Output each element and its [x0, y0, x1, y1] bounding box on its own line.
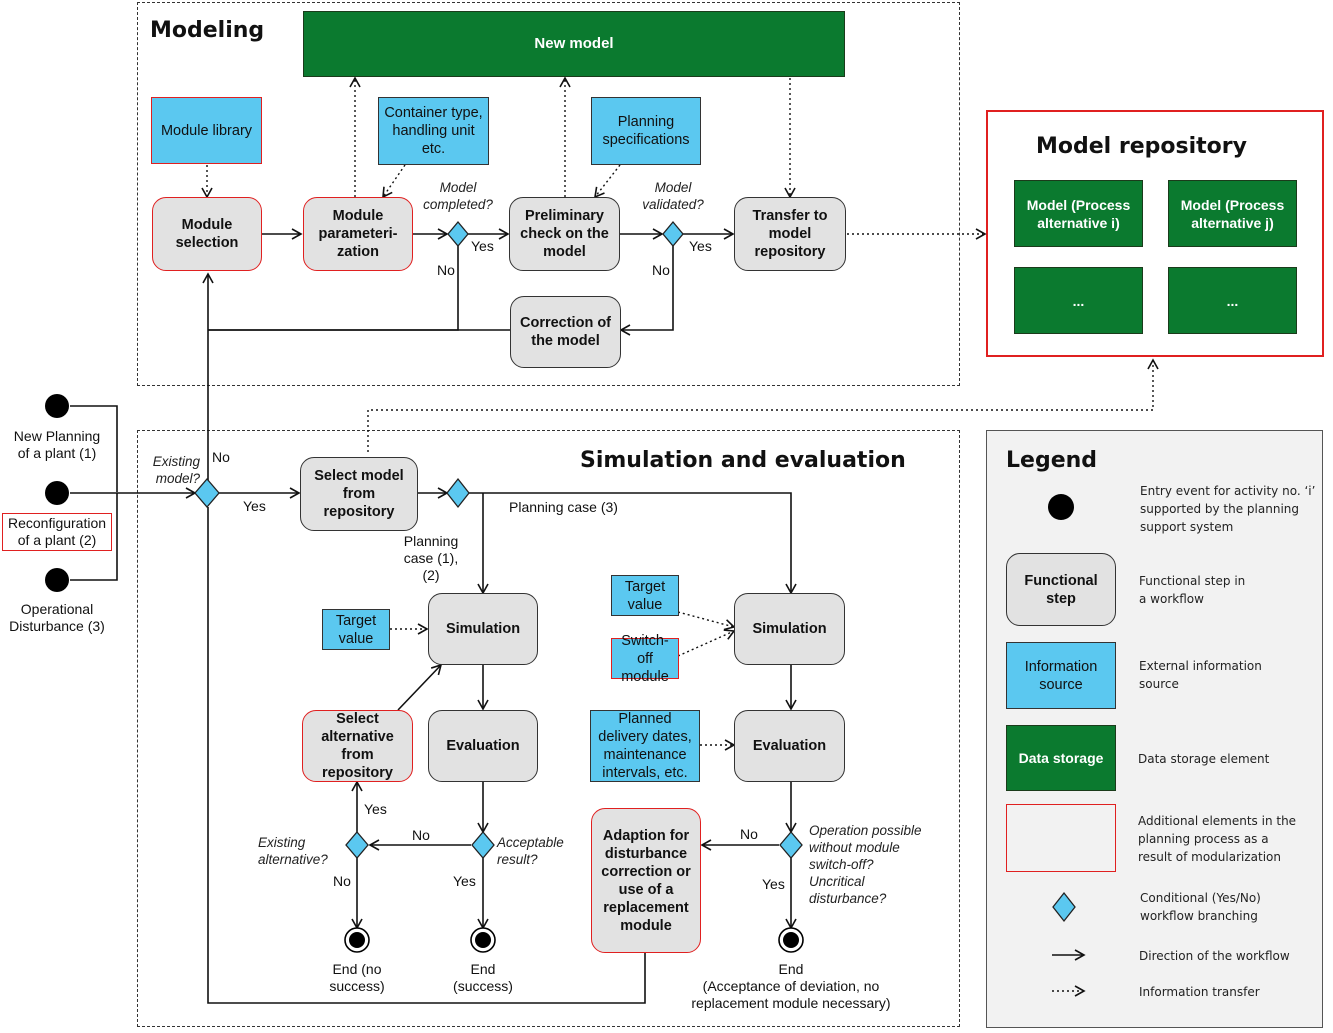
legend-title: Legend	[1006, 448, 1098, 473]
evaluation-left-step[interactable]: Evaluation	[428, 710, 538, 782]
decision-model-validated	[662, 220, 684, 248]
existing-model-yes-label: Yes	[243, 498, 266, 514]
model-process-i[interactable]: Model (Process alternative i)	[1014, 180, 1143, 247]
end-no-success-node	[349, 932, 365, 948]
decision-operation-possible	[779, 830, 803, 860]
operation-yes-label: Yes	[762, 876, 785, 892]
select-alternative-step[interactable]: Select alternative from repository	[302, 710, 413, 782]
evaluation-right-step[interactable]: Evaluation	[734, 710, 845, 782]
switch-off-module-info[interactable]: Switch-off module	[611, 633, 679, 685]
entry-dot-new-planning	[45, 394, 69, 418]
end-acceptance-node	[783, 932, 799, 948]
completed-yes-label: Yes	[471, 238, 494, 254]
acceptable-no-label: No	[412, 827, 430, 843]
planning-case-12-label: Planning case (1), (2)	[403, 533, 459, 583]
legend-storage-text: Data storage element	[1138, 752, 1270, 766]
target-value-left-info[interactable]: Target value	[322, 609, 390, 650]
decision-acceptable-result	[471, 830, 495, 860]
model-more-1[interactable]: ...	[1014, 267, 1143, 334]
module-selection-step[interactable]: Module selection	[152, 197, 262, 271]
legend-storage-box: Data storage	[1006, 725, 1116, 791]
legend-conditional-text: Conditional (Yes/No) workflow branching	[1140, 891, 1261, 923]
simulation-right-step[interactable]: Simulation	[734, 593, 845, 665]
legend-additional-text: Additional elements in the planning proc…	[1138, 814, 1297, 864]
entry-dot-reconfiguration	[45, 481, 69, 505]
planning-case-3-label: Planning case (3)	[509, 499, 618, 515]
end-success-node	[475, 932, 491, 948]
repository-title: Model repository	[1036, 134, 1247, 159]
acceptable-result-question: Acceptable result?	[497, 835, 564, 867]
model-more-2[interactable]: ...	[1168, 267, 1297, 334]
transfer-to-repository-step[interactable]: Transfer to model repository	[734, 197, 846, 271]
end-success-label: End (success)	[453, 961, 513, 994]
existing-model-question: Existing model?	[152, 454, 200, 486]
operation-no-label: No	[740, 826, 758, 842]
completed-no-label: No	[437, 262, 455, 278]
module-parameterization-step[interactable]: Module parameteri- zation	[303, 197, 413, 271]
existing-model-no-label: No	[212, 449, 230, 465]
modeling-title: Modeling	[150, 18, 265, 43]
entry-dot-operational	[45, 568, 69, 592]
legend-functional-box: Functional step	[1006, 553, 1116, 626]
legend-direction-text: Direction of the workflow	[1139, 949, 1290, 963]
planning-specifications-info[interactable]: Planning specifications	[591, 97, 701, 165]
container-type-info[interactable]: Container type, handling unit etc.	[378, 97, 489, 165]
entry-operational-label: Operational Disturbance (3)	[9, 601, 105, 634]
simulation-title: Simulation and evaluation	[580, 448, 906, 473]
legend-entry-event-text: Entry event for activity no. ‘i’ support…	[1140, 484, 1316, 534]
legend-additional-box	[1006, 804, 1116, 872]
decision-planning-case	[446, 477, 470, 509]
simulation-frame	[137, 430, 960, 1027]
planned-delivery-info[interactable]: Planned delivery dates, maintenance inte…	[590, 710, 700, 782]
existing-alternative-question: Existing alternative?	[258, 835, 328, 867]
module-library-info[interactable]: Module library	[151, 97, 262, 164]
existing-alt-yes-label: Yes	[364, 801, 387, 817]
existing-alt-no-label: No	[333, 873, 351, 889]
model-completed-question: Model completed?	[423, 180, 493, 212]
legend-info-box: Information source	[1006, 642, 1116, 709]
select-model-step[interactable]: Select model from repository	[300, 457, 418, 531]
validated-yes-label: Yes	[689, 238, 712, 254]
decision-model-completed	[447, 220, 469, 248]
end-no-success-label: End (no success)	[329, 961, 385, 994]
repository-frame	[986, 110, 1324, 357]
decision-existing-alternative	[345, 830, 369, 860]
decision-existing-model	[194, 478, 220, 508]
modeling-frame	[137, 2, 960, 386]
adaption-step[interactable]: Adaption for disturbance correction or u…	[591, 808, 701, 953]
legend-info-text: External information source	[1139, 659, 1262, 691]
end-acceptance-label: End (Acceptance of deviation, no replace…	[691, 961, 891, 1011]
legend-functional-text: Functional step in a workflow	[1139, 574, 1246, 606]
model-validated-question: Model validated?	[642, 180, 704, 212]
target-value-right-info[interactable]: Target value	[611, 575, 679, 616]
new-model-storage[interactable]: New model	[303, 11, 845, 77]
simulation-left-step[interactable]: Simulation	[428, 593, 538, 665]
legend-diamond-sample	[1052, 891, 1076, 923]
preliminary-check-step[interactable]: Preliminary check on the model	[509, 197, 620, 271]
entry-reconfiguration-label: Reconfiguration of a plant (2)	[2, 513, 112, 551]
operation-possible-question: Operation possible without module switch…	[809, 823, 922, 906]
entry-new-planning-label: New Planning of a plant (1)	[13, 428, 101, 461]
model-process-j[interactable]: Model (Process alternative j)	[1168, 180, 1297, 247]
legend-entry-dot	[1048, 494, 1074, 520]
validated-no-label: No	[652, 262, 670, 278]
correction-step[interactable]: Correction of the model	[510, 296, 621, 368]
legend-transfer-text: Information transfer	[1139, 985, 1260, 999]
acceptable-yes-label: Yes	[453, 873, 476, 889]
